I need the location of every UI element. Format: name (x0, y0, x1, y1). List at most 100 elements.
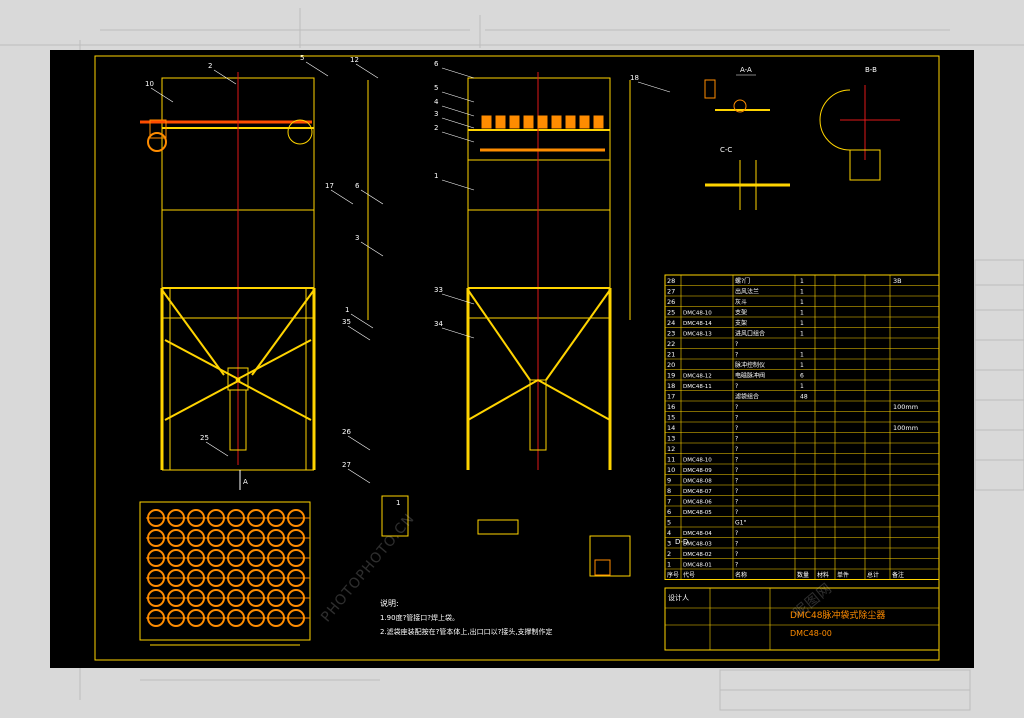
table-cell-name: ? (735, 467, 738, 474)
table-header-cell: 材料 (817, 571, 829, 579)
table-cell-name: ? (735, 509, 738, 516)
table-cell-name: 电磁脉冲阀 (735, 372, 765, 380)
table-cell-no: 4 (667, 529, 671, 537)
table-cell-no: 14 (667, 424, 675, 432)
table-cell-no: 7 (667, 498, 671, 506)
title-block-designer: 设计人 (668, 593, 689, 602)
view-label: B-B (865, 66, 877, 74)
table-header-cell: 备注 (892, 571, 904, 579)
leader-line (347, 325, 371, 341)
table-cell-name: ? (735, 352, 738, 359)
table-cell-name: ? (735, 436, 738, 443)
table-cell-no: 16 (667, 403, 675, 411)
table-cell-code: DMC48-08 (683, 479, 712, 485)
pulse-valve (481, 115, 492, 129)
table-cell-name: 脉冲控制仪 (735, 361, 765, 369)
table-cell-code: DMC48-10 (683, 311, 712, 317)
callout-number: 33 (434, 286, 443, 294)
table-cell-qty: 1 (800, 289, 804, 296)
table-cell-qty: 1 (800, 383, 804, 390)
detail-d-box (589, 535, 631, 577)
table-cell-no: 5 (667, 519, 671, 527)
table-cell-qty: 1 (800, 352, 804, 359)
table-cell-note: 100mm (893, 424, 918, 432)
table-header-cell: 总计 (867, 571, 879, 579)
detail-b-box (849, 149, 881, 181)
callout-number: 12 (350, 56, 359, 64)
notes-line: 2.滤袋座装配按在?管本体上,出口口以?接头,支撑制作定 (380, 627, 553, 636)
table-header-cell: 单件 (837, 571, 849, 579)
table-cell-no: 19 (667, 372, 675, 380)
table-cell-name: 滤袋组合 (735, 393, 759, 401)
table-cell-code: DMC48-11 (683, 384, 712, 390)
table-cell-no: 17 (667, 393, 675, 401)
table-cell-no: 2 (667, 550, 671, 558)
table-cell-name: 进风口组合 (735, 330, 765, 338)
side-brace (467, 379, 539, 421)
table-cell-no: 12 (667, 445, 675, 453)
view-label: 1 (396, 499, 400, 507)
table-cell-name: ? (735, 446, 738, 453)
drawing-title: DMC48脉冲袋式除尘器 (790, 609, 885, 621)
table-cell-no: 28 (667, 277, 675, 285)
table-cell-code: DMC48-06 (683, 500, 712, 506)
table-cell-name: ? (735, 541, 738, 548)
detail-b-arc (819, 89, 851, 151)
callout-number: 5 (300, 54, 304, 62)
discharge-pipe (229, 389, 247, 451)
leader-line (441, 293, 475, 305)
leader-line (360, 241, 384, 257)
view-label: C-C (720, 146, 732, 154)
side-brace (545, 289, 611, 381)
callout-number: 2 (434, 124, 438, 132)
table-cell-qty: 1 (800, 320, 804, 327)
leader-line (441, 105, 475, 117)
table-cell-qty: 1 (800, 362, 804, 369)
pulse-valve (495, 115, 506, 129)
table-cell-no: 13 (667, 435, 675, 443)
leader-line (205, 441, 229, 457)
leader-line (441, 117, 475, 129)
brace (235, 379, 312, 421)
table-header-cell: 序号 (667, 571, 679, 579)
table-cell-qty: 48 (800, 394, 808, 401)
table-cell-no: 27 (667, 288, 675, 296)
detail-d-part (594, 559, 611, 576)
callout-number: 4 (434, 98, 439, 106)
callout-number: 35 (342, 318, 351, 326)
brace (164, 379, 241, 421)
callout-number: 5 (434, 84, 438, 92)
leader-line (213, 69, 237, 85)
callout-number: 6 (434, 60, 439, 68)
table-cell-code: DMC48-09 (683, 468, 712, 474)
title-block (664, 587, 940, 651)
side-brace (467, 289, 531, 381)
callout-number: 10 (145, 80, 154, 88)
notes-title: 说明: (380, 598, 399, 608)
callout-number: 3 (434, 110, 438, 118)
table-cell-qty: 1 (800, 299, 804, 306)
table-cell-code: DMC48-12 (683, 374, 712, 380)
leader-line (347, 435, 371, 451)
table-cell-code: DMC48-04 (683, 531, 712, 537)
leader-line (441, 91, 475, 103)
callout-number: 3 (355, 234, 359, 242)
hopper-side-left (161, 289, 225, 376)
table-cell-no: 8 (667, 487, 671, 495)
table-cell-name: ? (735, 530, 738, 537)
table-cell-no: 22 (667, 340, 675, 348)
leader-line (360, 189, 384, 205)
view-label: D-D (675, 538, 688, 546)
table-cell-qty: 1 (800, 331, 804, 338)
table-cell-name: ? (735, 341, 738, 348)
leader-line (355, 63, 379, 79)
table-header-cell: 数量 (797, 571, 809, 579)
drawing-border (94, 55, 940, 661)
leader-line (305, 61, 329, 77)
pulse-valve (509, 115, 520, 129)
leader-line (637, 81, 671, 93)
callout-number: 6 (355, 182, 360, 190)
table-cell-name: ? (735, 404, 738, 411)
table-cell-no: 3 (667, 540, 671, 548)
